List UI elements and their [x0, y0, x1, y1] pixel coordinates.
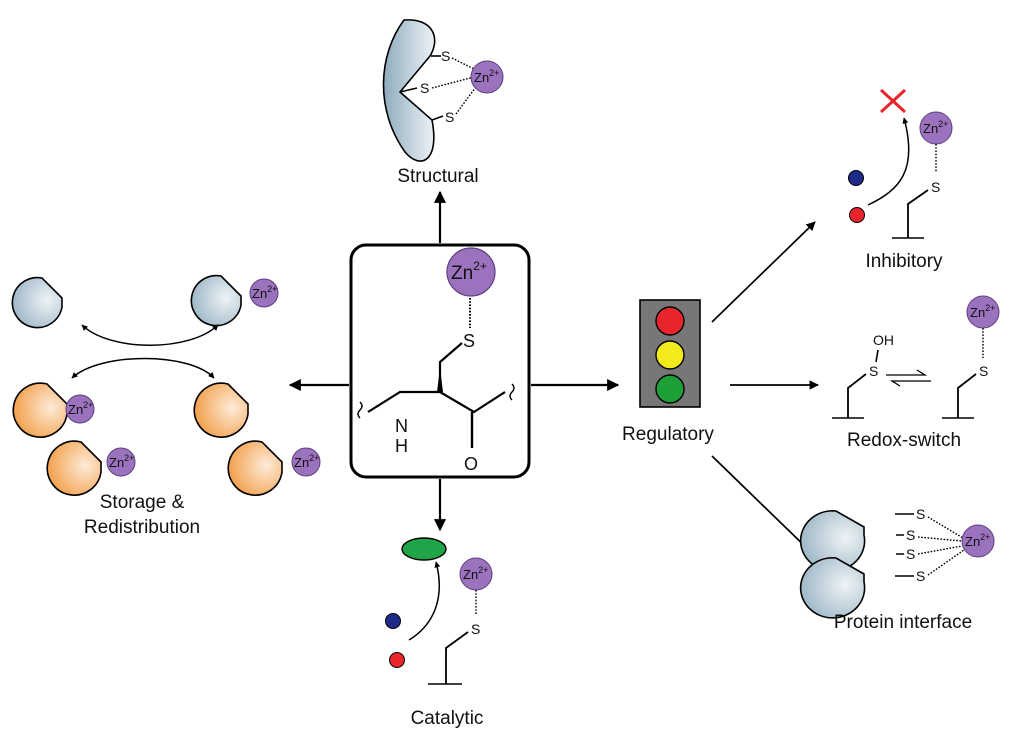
redox-sulfur-reduced: S — [979, 363, 988, 379]
zinc-ion-label: Zn2+ — [451, 259, 487, 284]
structural-zinc-ion — [470, 60, 504, 94]
storage-zinc-label-3: Zn2+ — [109, 453, 134, 470]
storage-zinc-ion-2 — [65, 394, 95, 424]
arrow-to-interface — [711, 455, 816, 557]
storage-label-line1: Storage & — [100, 492, 185, 513]
storage-exchange-arrow-bottom — [71, 357, 215, 379]
redox-hydroxyl: OH — [873, 332, 894, 348]
zinc-ion — [446, 247, 496, 297]
structural-label: Structural — [397, 166, 478, 187]
regulatory-label: Regulatory — [622, 424, 714, 445]
interface-sulfur-3: S — [906, 546, 915, 562]
catalytic-reaction-arrow — [408, 561, 441, 641]
structural-protein — [382, 19, 436, 162]
storage-group: Zn2+ Zn2+ Zn2+ Zn2+ — [11, 274, 321, 496]
traffic-light-green — [655, 374, 685, 404]
arrow-to-inhibitory — [711, 221, 816, 323]
catalytic-sulfur: S — [471, 621, 480, 637]
storage-zinc-label-1: Zn2+ — [252, 284, 277, 301]
catalytic-label: Catalytic — [411, 708, 484, 729]
redox-sulfur-oxidized: S — [869, 363, 878, 379]
structural-site: S S S Zn2+ — [382, 19, 504, 162]
storage-zinc-ion-4 — [291, 447, 321, 477]
hydrogen-atom: H — [395, 436, 408, 456]
structural-sulfur-1: S — [441, 48, 450, 64]
inhibitory-zinc-label: Zn2+ — [923, 119, 948, 136]
inhibitory-substrate-red — [849, 207, 865, 223]
catalytic-zinc-label: Zn2+ — [463, 565, 488, 582]
inhibitory-blocked-arrow — [867, 117, 910, 206]
interface-protein-1 — [799, 510, 866, 572]
redox-switch-site: OH S Zn2+ S — [832, 295, 1000, 419]
storage-zinc-label-2: Zn2+ — [68, 400, 93, 417]
sulfur-atom: S — [463, 331, 475, 351]
storage-exchange-arrow-top — [81, 324, 219, 346]
inhibitory-label: Inhibitory — [865, 251, 943, 272]
oxygen-atom: O — [464, 454, 478, 474]
catalytic-substrate-blue — [385, 613, 401, 629]
inhibitory-sulfur: S — [931, 179, 940, 195]
traffic-light — [639, 299, 701, 408]
holo-protein-blue — [190, 274, 242, 327]
apo-protein-blue — [11, 276, 63, 329]
cysteine-zinc-box: Zn2+ S N H O — [349, 243, 531, 479]
inhibitory-site: Zn2+ S — [848, 88, 953, 239]
holo-protein-orange-2 — [46, 440, 102, 496]
catalytic-substrate-red — [389, 652, 405, 668]
traffic-light-red — [655, 306, 685, 336]
protein-interface-site: S S S S Zn2+ — [799, 506, 995, 619]
redox-zinc-label: Zn2+ — [970, 303, 995, 320]
storage-zinc-label-4: Zn2+ — [294, 453, 319, 470]
interface-protein-2 — [799, 557, 866, 619]
inhibitory-substrate-blue — [848, 170, 864, 186]
storage-zinc-ion-1 — [249, 278, 279, 308]
traffic-light-yellow — [655, 340, 685, 370]
interface-sulfur-2: S — [906, 527, 915, 543]
holo-protein-orange-1 — [12, 382, 68, 438]
interface-sulfur-4: S — [916, 568, 925, 584]
interface-label: Protein interface — [834, 612, 972, 633]
storage-zinc-ion-3 — [106, 447, 136, 477]
interface-zinc-ion — [961, 524, 995, 558]
holo-protein-orange-3 — [227, 440, 283, 496]
redox-equilibrium-arrow-back — [889, 380, 931, 387]
interface-sulfur-1: S — [916, 506, 925, 522]
structural-sulfur-2: S — [420, 80, 429, 96]
structural-zinc-label: Zn2+ — [474, 68, 499, 85]
nitrogen-atom: N — [395, 416, 408, 436]
interface-zinc-label: Zn2+ — [965, 532, 990, 549]
catalytic-product — [401, 537, 447, 561]
storage-label-line2: Redistribution — [84, 517, 200, 538]
structural-sulfur-3: S — [445, 109, 454, 125]
redox-label: Redox-switch — [847, 430, 961, 451]
catalytic-site: Zn2+ S — [385, 537, 493, 685]
apo-protein-orange — [193, 382, 249, 438]
redox-equilibrium-arrow-forward — [886, 369, 928, 376]
